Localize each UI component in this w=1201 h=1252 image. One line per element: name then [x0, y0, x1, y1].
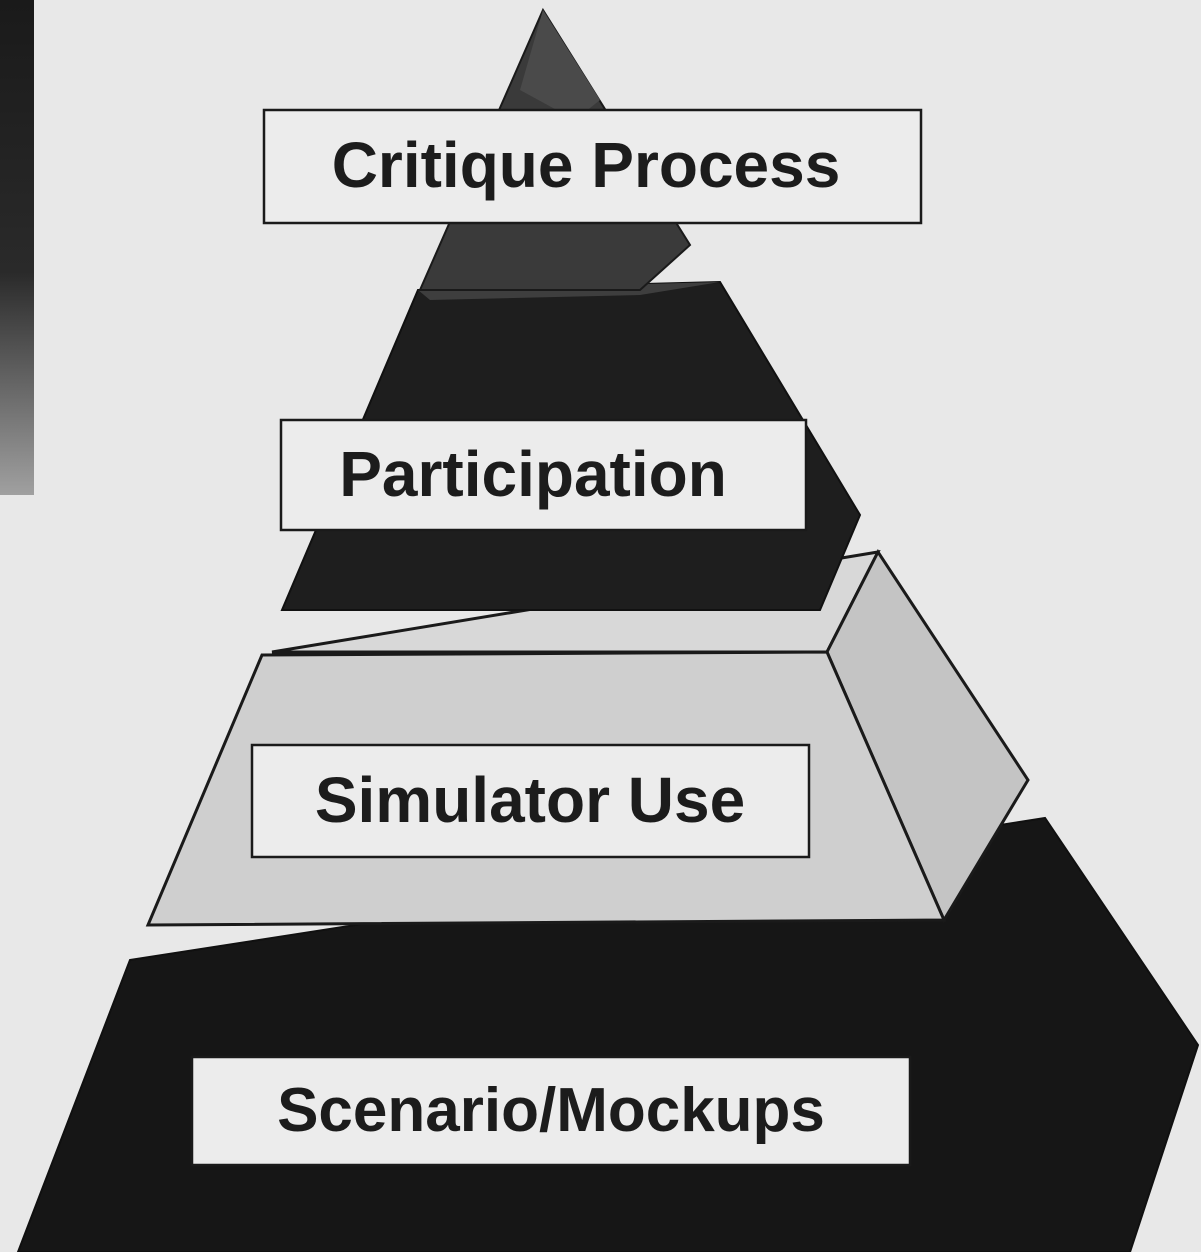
- tier-participation: Participation: [279, 280, 862, 611]
- label-box-critique-process: [262, 108, 923, 225]
- tier-critique-process: Critique Process: [262, 7, 923, 291]
- label-box-simulator-use: [250, 743, 811, 859]
- tier-label-scenario-mockups: Scenario/Mockups: [277, 1076, 825, 1145]
- tier-highlight-critique-process: [520, 10, 600, 120]
- left-decorative-strip: [0, 0, 34, 495]
- tier-label-critique-process: Critique Process: [332, 129, 841, 201]
- tier-label-simulator-use: Simulator Use: [315, 764, 745, 836]
- label-box-participation: [279, 418, 808, 532]
- tier-scenario-mockups: Scenario/Mockups: [16, 816, 1200, 1252]
- label-box-scenario-mockups: [190, 1055, 912, 1167]
- tier-label-participation: Participation: [339, 438, 727, 510]
